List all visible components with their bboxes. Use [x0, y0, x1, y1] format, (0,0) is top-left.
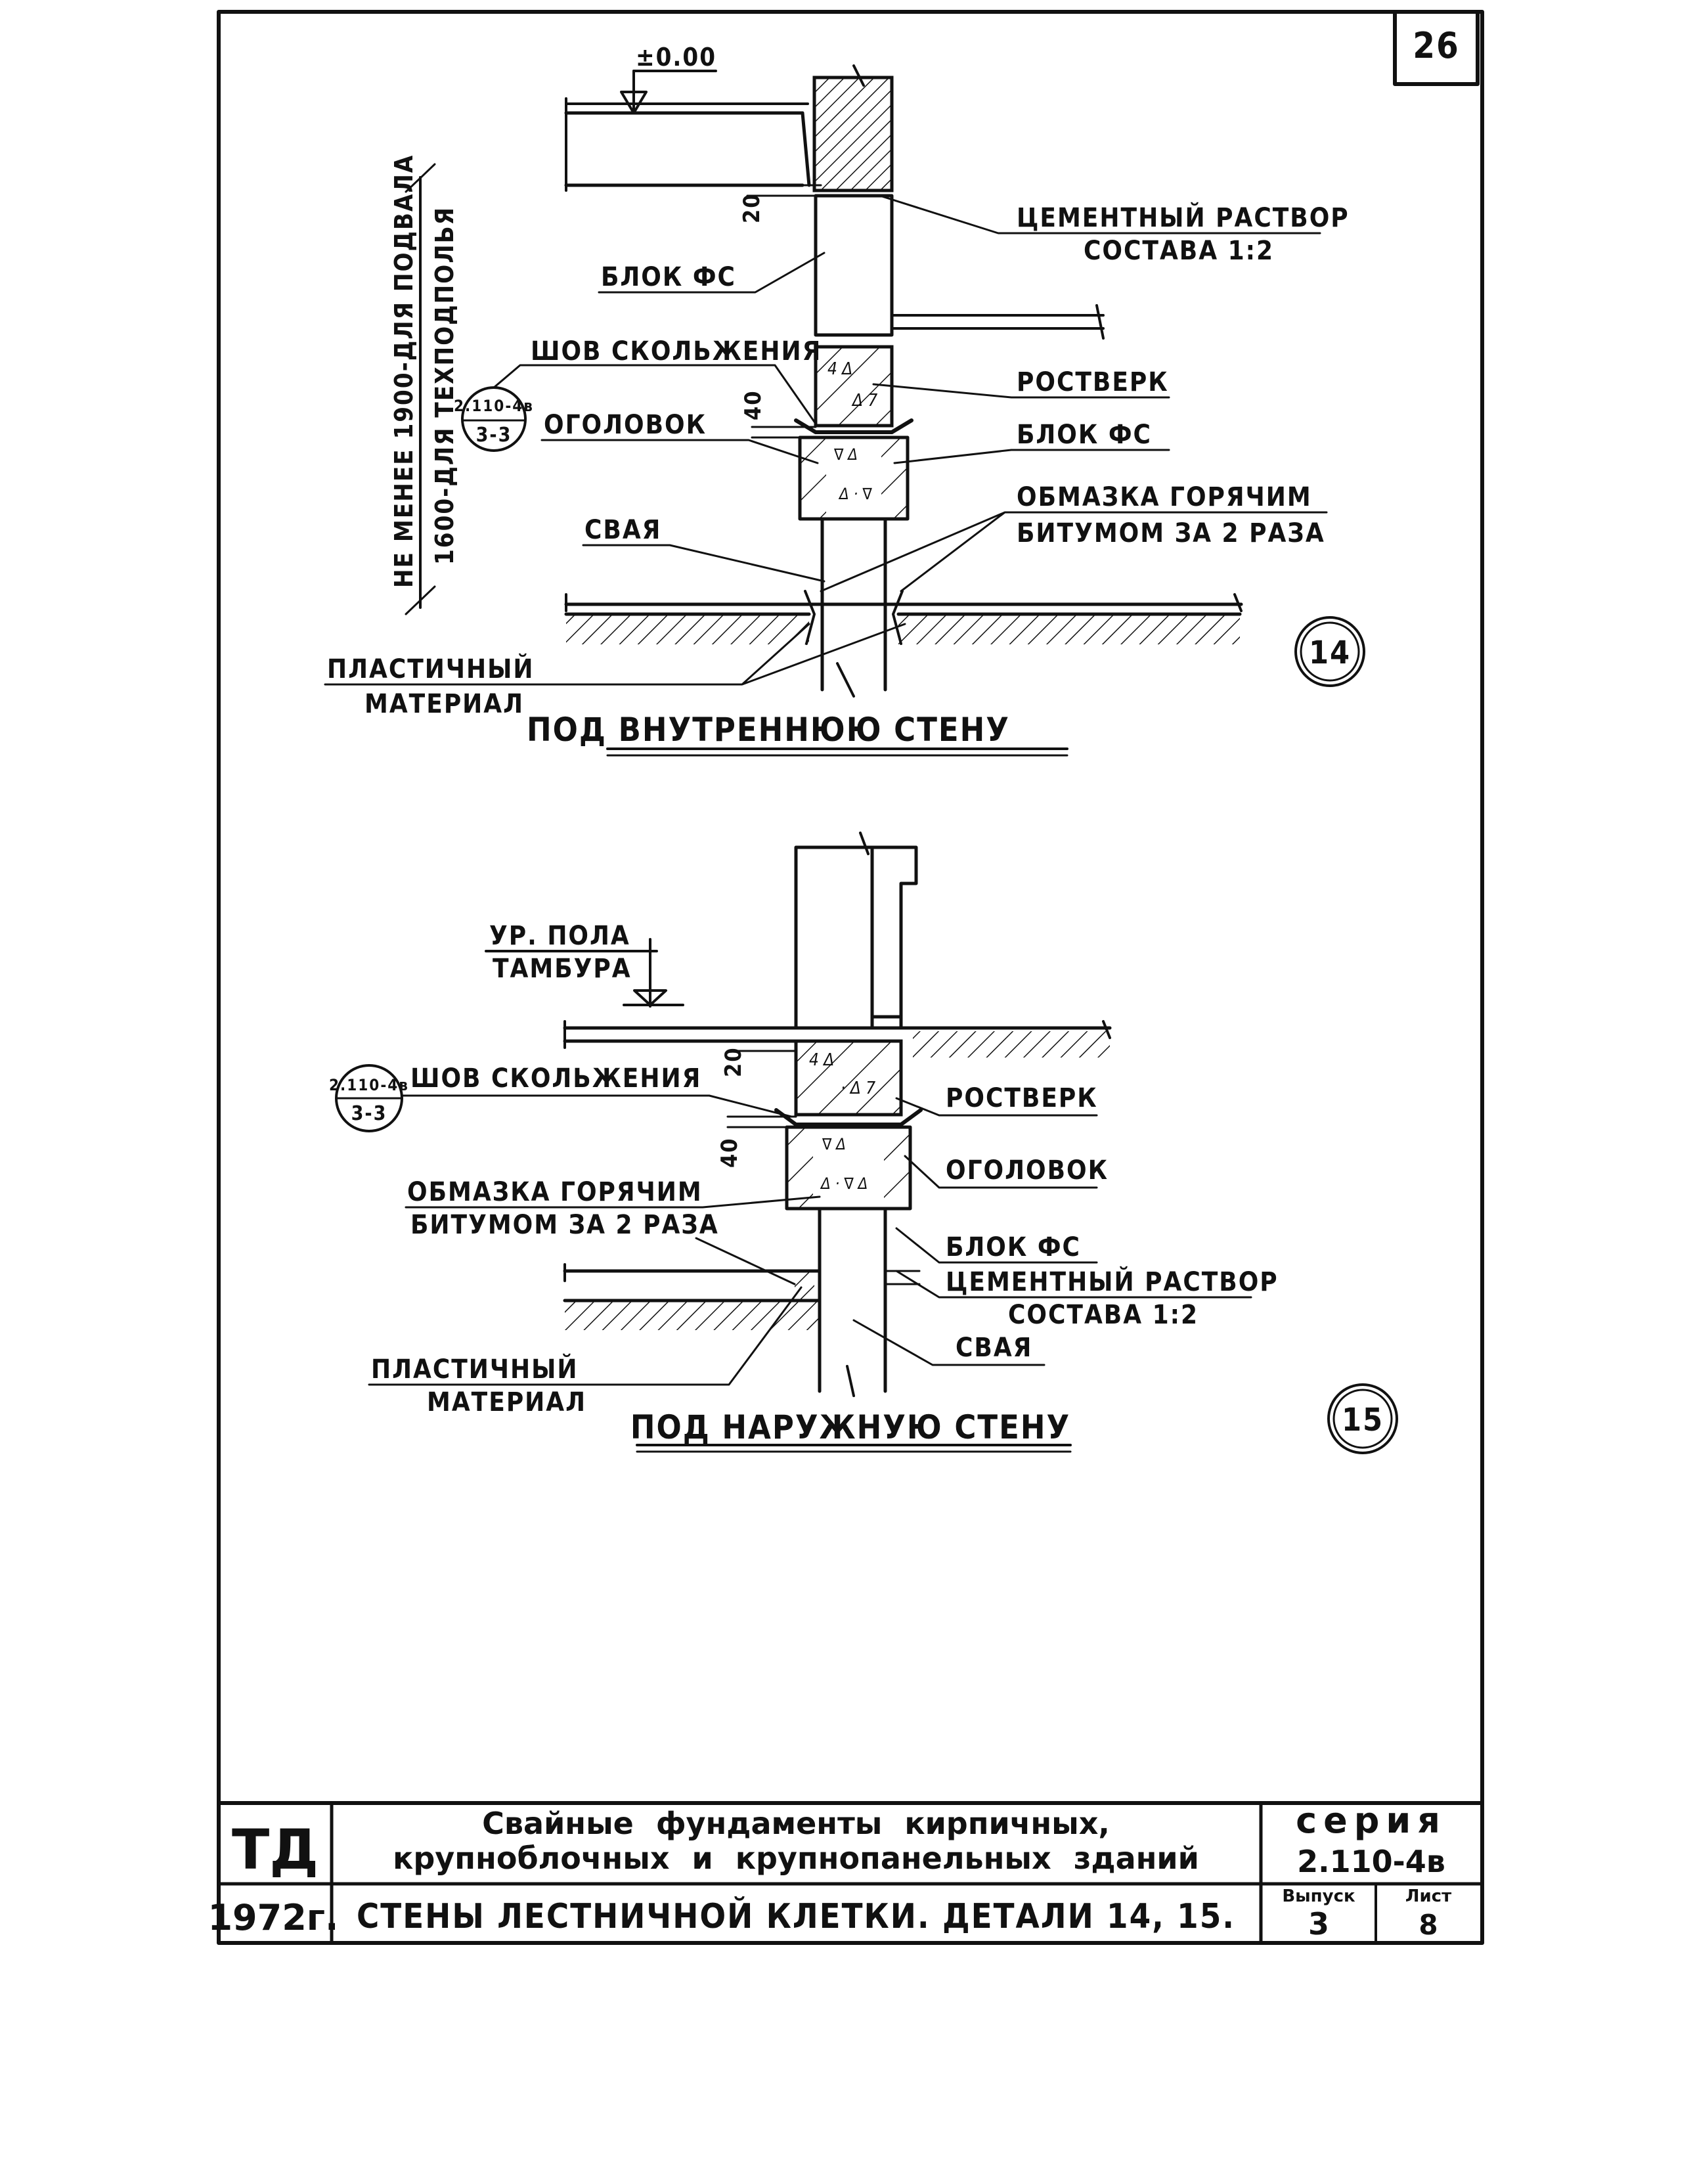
label-bitumen-14-a: ОБМАЗКА ГОРЯЧИМ	[1017, 482, 1312, 512]
caption-15: ПОД НАРУЖНУЮ СТЕНУ	[630, 1408, 1070, 1446]
label-bitumen-15-b: БИТУМОМ ЗА 2 РАЗА	[410, 1210, 719, 1240]
ref-circle-15	[335, 1064, 403, 1132]
label-pile-cap-15: ОГОЛОВОК	[946, 1155, 1109, 1186]
label-block-fs-15: БЛОК ФС	[946, 1232, 1081, 1262]
label-plastic-15-b: МАТЕРИАЛ	[427, 1387, 586, 1417]
level-floor-15-a: УР. ПОЛА	[489, 921, 630, 951]
detail-number-14: 14	[1309, 635, 1351, 671]
sheet-frame	[217, 10, 1484, 1945]
sheet-label: Лист	[1405, 1886, 1451, 1906]
ref-top-14: 2.110-4в	[454, 397, 534, 415]
label-pile-14: СВАЯ	[584, 515, 661, 545]
svg-text:Δ 7: Δ 7	[851, 391, 877, 411]
label-cement-14-b: СОСТАВА 1:2	[1084, 236, 1274, 266]
series-value: 2.110-4в	[1297, 1844, 1445, 1879]
vertical-note-basement: НЕ МЕНЕЕ 1900-ДЛЯ ПОДВАЛА	[389, 154, 418, 588]
svg-text:4 Δ: 4 Δ	[827, 359, 852, 379]
dim-40-top: 40	[740, 390, 766, 420]
label-grillage-15: РОСТВЕРК	[946, 1083, 1098, 1113]
dim-20-top: 20	[739, 192, 765, 223]
svg-text:4 Δ: 4 Δ	[809, 1050, 834, 1070]
svg-text:∇ Δ: ∇ Δ	[833, 445, 858, 464]
vertical-note-techunderground: 1600-ДЛЯ ТЕХПОДПОЛЬЯ	[430, 206, 459, 565]
label-bitumen-14-b: БИТУМОМ ЗА 2 РАЗА	[1017, 518, 1325, 548]
svg-text:· Δ 7: · Δ 7	[841, 1079, 875, 1098]
title-main-line-2: крупноблочных и крупнопанельных зданий	[393, 1840, 1199, 1876]
label-cement-15-b: СОСТАВА 1:2	[1008, 1300, 1199, 1330]
ref-bottom-15: 3-3	[351, 1102, 387, 1125]
level-mark-zero: ±0.00	[636, 43, 716, 72]
label-pile-cap-14: ОГОЛОВОК	[544, 410, 707, 440]
label-pile-15: СВАЯ	[956, 1333, 1032, 1363]
title-main-line-1: Свайные фундаменты кирпичных,	[482, 1806, 1110, 1841]
issue-value: 3	[1308, 1906, 1329, 1942]
svg-text:Δ · ∇ Δ: Δ · ∇ Δ	[820, 1174, 868, 1193]
title-block: ТД 1972г. Свайные фундаменты кирпичных, …	[208, 1800, 1484, 1945]
label-plastic-15-a: ПЛАСТИЧНЫЙ	[371, 1353, 579, 1385]
detail-15: УР. ПОЛА ТАМБУРА 20 4 Δ · Δ 7 40 ∇ Δ Δ ·…	[329, 832, 1398, 1454]
issue-label: Выпуск	[1282, 1886, 1355, 1906]
dim-40-bottom: 40	[716, 1137, 743, 1168]
label-block-fs-14-right: БЛОК ФС	[1017, 420, 1152, 450]
sheet-value: 8	[1419, 1909, 1438, 1941]
brick-wall-14	[812, 76, 894, 192]
label-plastic-14-a: ПЛАСТИЧНЫЙ	[327, 653, 535, 684]
label-block-fs-14-left: БЛОК ФС	[601, 262, 736, 292]
page-number-box	[1393, 10, 1480, 86]
label-cement-15-a: ЦЕМЕНТНЫЙ РАСТВОР	[946, 1266, 1279, 1297]
ref-top-15: 2.110-4в	[329, 1076, 409, 1094]
title-subtitle: СТЕНЫ ЛЕСТНИЧНОЙ КЛЕТКИ. ДЕТАЛИ 14, 15.	[357, 1896, 1235, 1936]
caption-14: ПОД ВНУТРЕННЮЮ СТЕНУ	[527, 711, 1010, 749]
level-floor-15-b: ТАМБУРА	[493, 954, 632, 984]
series-label: серия	[1296, 1800, 1447, 1841]
svg-text:∇ Δ: ∇ Δ	[822, 1135, 846, 1153]
title-year: 1972г.	[208, 1897, 338, 1938]
block-fs-upper-14	[814, 194, 894, 337]
grillage-14	[814, 345, 894, 428]
label-cement-14-a: ЦЕМЕНТНЫЙ РАСТВОР	[1017, 202, 1350, 233]
grillage-15	[794, 1039, 903, 1117]
dim-20-bottom: 20	[720, 1046, 747, 1077]
label-grillage-14: РОСТВЕРК	[1017, 367, 1169, 397]
detail-number-15: 15	[1342, 1402, 1384, 1438]
detail-14: ±0.00 20 4 Δ Δ 7 40 ∇ Δ Δ · ∇	[324, 43, 1365, 757]
page-number: 26	[1413, 25, 1460, 66]
ref-bottom-14: 3-3	[476, 424, 512, 447]
detail-number-circle-15	[1327, 1383, 1398, 1454]
label-plastic-14-b: МАТЕРИАЛ	[364, 689, 524, 719]
label-bitumen-15-a: ОБМАЗКА ГОРЯЧИМ	[407, 1177, 703, 1207]
title-org: ТД	[232, 1817, 319, 1882]
label-slide-seam-15: ШОВ СКОЛЬЖЕНИЯ	[410, 1063, 701, 1094]
svg-text:Δ · ∇: Δ · ∇	[838, 485, 872, 503]
label-slide-seam-14: ШОВ СКОЛЬЖЕНИЯ	[531, 336, 822, 367]
detail-number-circle-14	[1294, 616, 1365, 687]
